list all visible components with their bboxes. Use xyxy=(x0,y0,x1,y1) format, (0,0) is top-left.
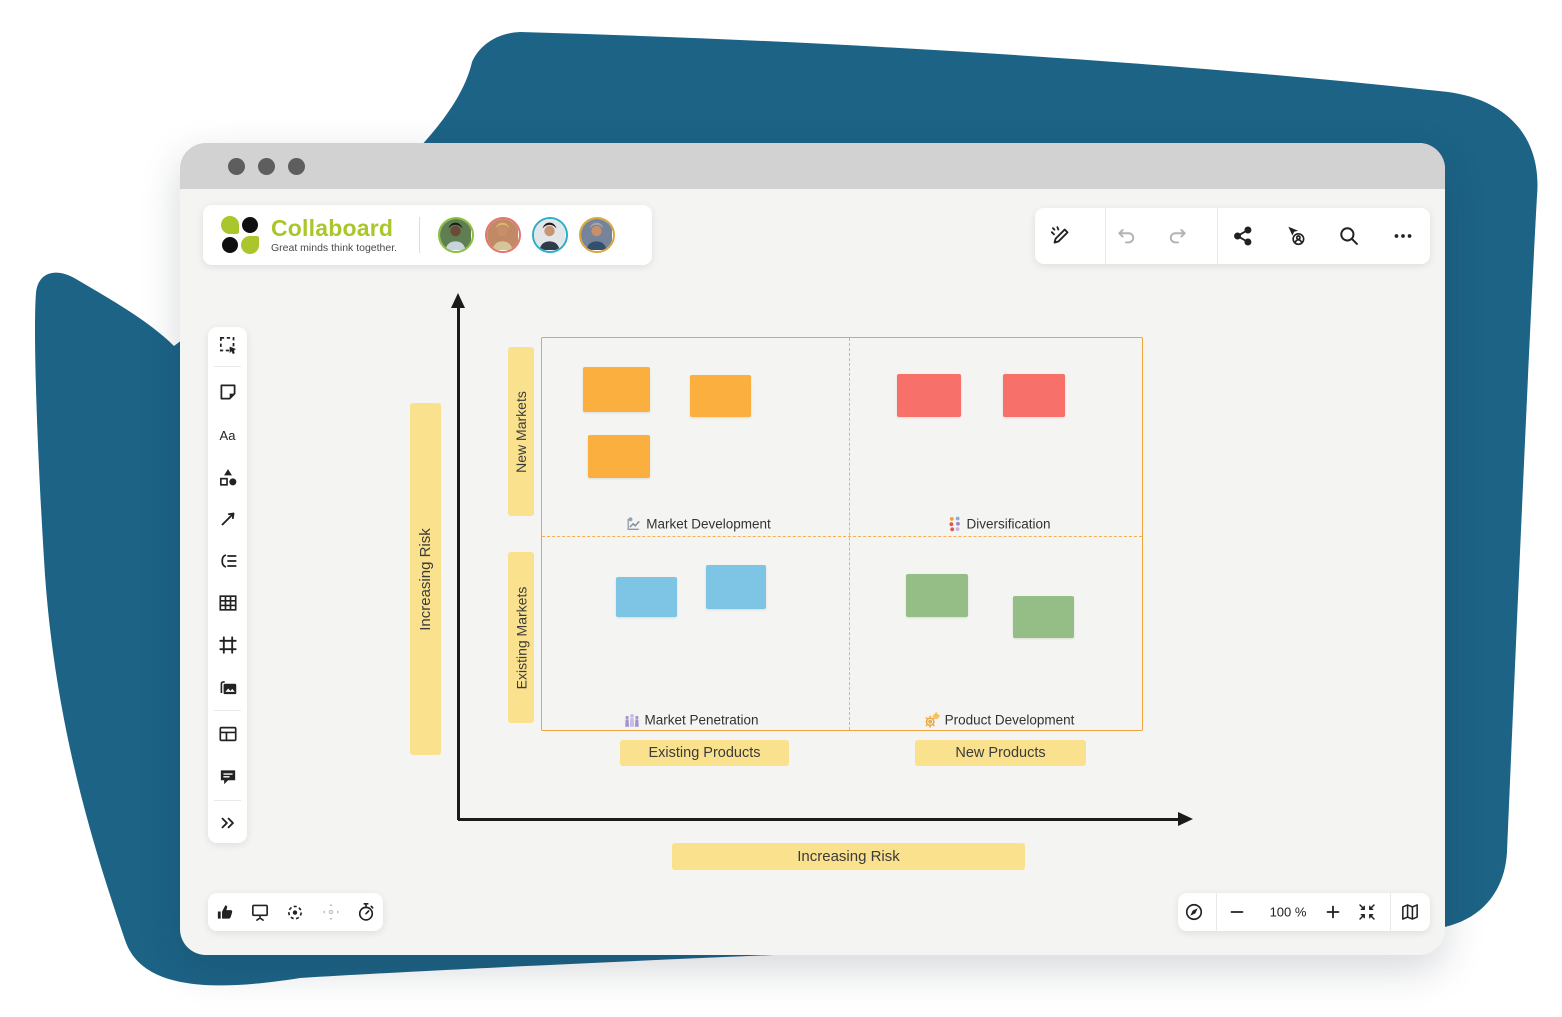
comment-icon[interactable] xyxy=(216,765,240,789)
vertical-axis-arrowhead xyxy=(451,293,465,308)
text-icon[interactable]: Aa xyxy=(219,427,236,443)
avatar[interactable] xyxy=(485,217,522,253)
expand-icon[interactable] xyxy=(216,811,240,835)
collaborator-avatars xyxy=(438,217,616,253)
main-toolbar xyxy=(1035,208,1430,264)
row-label-existing-markets[interactable]: Existing Markets xyxy=(508,552,534,723)
quadrant-label-diversification: Diversification xyxy=(947,516,1051,533)
sticky-note-icon[interactable] xyxy=(216,380,240,404)
map-icon[interactable] xyxy=(1397,899,1423,925)
media-icon[interactable] xyxy=(216,675,240,699)
focus-icon[interactable] xyxy=(282,899,308,925)
axis-label-increasing-risk-horizontal[interactable]: Increasing Risk xyxy=(672,843,1025,870)
sticky-note[interactable] xyxy=(616,577,677,617)
brand-name: Collaboard xyxy=(271,214,394,241)
sticky-note[interactable] xyxy=(588,435,650,478)
sticky-note[interactable] xyxy=(706,565,766,609)
timer-icon[interactable] xyxy=(353,899,379,925)
window-control-dot[interactable] xyxy=(258,157,275,175)
window-control-dot[interactable] xyxy=(288,157,305,175)
fit-screen-icon[interactable] xyxy=(1354,899,1380,925)
shapes-icon[interactable] xyxy=(216,465,240,489)
divider xyxy=(419,217,421,253)
quadrant-label-market-development: Market Development xyxy=(625,516,771,533)
zoom-level[interactable]: 100 % xyxy=(1269,904,1307,920)
quadrant-label-product-development: Product Development xyxy=(924,712,1074,729)
sticky-note[interactable] xyxy=(583,367,650,412)
avatar[interactable] xyxy=(532,217,569,253)
window-control-dot[interactable] xyxy=(228,157,245,175)
brand-panel: Collaboard Great minds think together. xyxy=(203,205,652,265)
like-icon[interactable] xyxy=(212,899,238,925)
redo-icon[interactable] xyxy=(1164,223,1190,249)
undo-icon[interactable] xyxy=(1114,223,1140,249)
collaboard-logo-icon xyxy=(221,216,259,254)
colored-dots-icon xyxy=(949,516,960,532)
matrix-horizontal-divider xyxy=(542,536,1142,537)
select-icon[interactable] xyxy=(216,333,240,357)
quadrant-label-market-penetration: Market Penetration xyxy=(623,712,759,729)
row-label-new-markets[interactable]: New Markets xyxy=(508,347,534,516)
zoom-out-icon[interactable] xyxy=(1224,899,1250,925)
chart-person-icon xyxy=(627,517,640,530)
pan-icon xyxy=(318,899,344,925)
follow-user-icon[interactable] xyxy=(1283,223,1309,249)
compass-icon[interactable] xyxy=(1181,899,1207,925)
tools-sidebar: Aa xyxy=(208,327,247,843)
share-icon[interactable] xyxy=(1230,223,1256,249)
frame-icon[interactable] xyxy=(216,633,240,657)
zoom-in-icon[interactable] xyxy=(1320,899,1346,925)
avatar[interactable] xyxy=(579,217,616,253)
connector-icon[interactable] xyxy=(216,507,240,531)
horizontal-axis-arrowhead xyxy=(1178,812,1193,826)
session-toolbar xyxy=(208,893,383,931)
present-icon[interactable] xyxy=(247,899,273,925)
gears-icon xyxy=(925,712,941,728)
sticky-note[interactable] xyxy=(1003,374,1065,417)
axis-label-increasing-risk-vertical[interactable]: Increasing Risk xyxy=(410,403,441,755)
brand-tagline: Great minds think together. xyxy=(271,241,398,254)
ansoff-matrix[interactable]: Market Development Diversification xyxy=(541,337,1143,731)
sticky-note[interactable] xyxy=(1013,596,1074,638)
more-icon[interactable] xyxy=(1390,223,1416,249)
draw-mode-icon[interactable] xyxy=(1047,223,1073,249)
col-label-new-products[interactable]: New Products xyxy=(915,740,1086,766)
table-icon[interactable] xyxy=(216,591,240,615)
search-icon[interactable] xyxy=(1336,223,1362,249)
sticky-note[interactable] xyxy=(906,574,968,617)
template-icon[interactable] xyxy=(216,722,240,746)
sticky-note[interactable] xyxy=(897,374,961,417)
people-icon xyxy=(625,714,639,727)
col-label-existing-products[interactable]: Existing Products xyxy=(620,740,789,766)
sticky-note[interactable] xyxy=(690,375,751,417)
app-window: Collaboard Great minds think together. xyxy=(180,143,1445,955)
vertical-axis xyxy=(457,303,460,820)
window-titlebar xyxy=(180,143,1445,189)
zoom-controls: 100 % xyxy=(1178,893,1430,931)
horizontal-axis xyxy=(458,818,1182,821)
matrix-vertical-divider xyxy=(849,338,850,730)
outline-icon[interactable] xyxy=(216,549,240,573)
avatar[interactable] xyxy=(438,217,475,253)
